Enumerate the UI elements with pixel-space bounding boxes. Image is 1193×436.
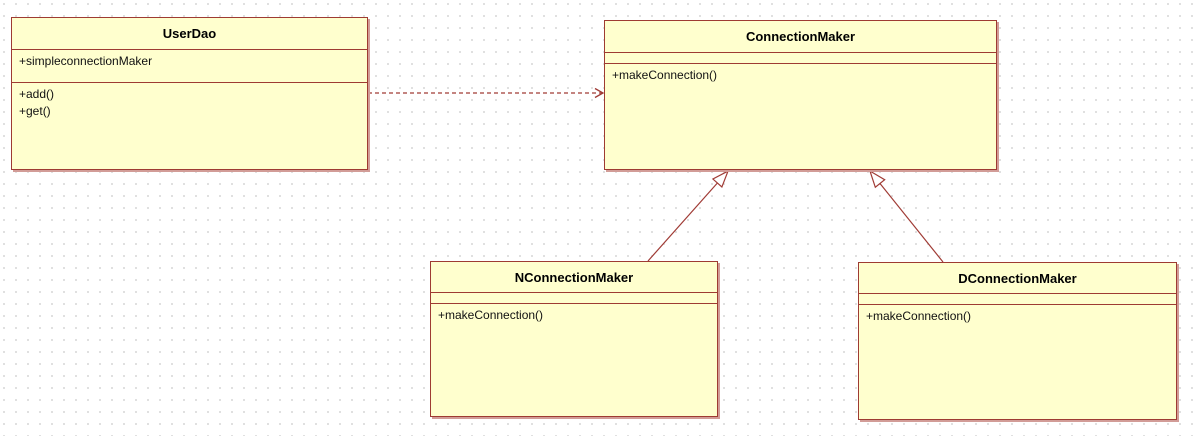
methods-compartment-userdao[interactable]: +add() +get() [12, 83, 367, 169]
method-item: +add() [19, 87, 55, 101]
attributes-compartment-dconnectionmaker[interactable] [859, 294, 1176, 305]
class-box-userdao[interactable]: UserDao +simpleconnectionMaker +add() +g… [11, 17, 368, 170]
attributes-compartment-nconnectionmaker[interactable] [431, 293, 717, 304]
attribute-item: +simpleconnectionMaker [19, 54, 153, 68]
class-title-nconnectionmaker: NConnectionMaker [431, 262, 717, 293]
class-box-connectionmaker[interactable]: ConnectionMaker +makeConnection() [604, 20, 997, 170]
class-title-dconnectionmaker: DConnectionMaker [859, 263, 1176, 294]
method-item: +get() [19, 104, 51, 118]
class-title-userdao: UserDao [12, 18, 367, 50]
methods-compartment-nconnectionmaker[interactable]: +makeConnection() [431, 304, 717, 416]
attributes-compartment-connectionmaker[interactable] [605, 53, 996, 64]
class-box-nconnectionmaker[interactable]: NConnectionMaker +makeConnection() [430, 261, 718, 417]
methods-compartment-connectionmaker[interactable]: +makeConnection() [605, 64, 996, 169]
attributes-compartment-userdao[interactable]: +simpleconnectionMaker [12, 50, 367, 83]
method-item: +makeConnection() [438, 308, 544, 322]
class-box-dconnectionmaker[interactable]: DConnectionMaker +makeConnection() [858, 262, 1177, 420]
class-title-connectionmaker: ConnectionMaker [605, 21, 996, 53]
method-item: +makeConnection() [612, 68, 718, 82]
method-item: +makeConnection() [866, 309, 972, 323]
generalization-arrow-nconnectionmaker-to-connectionmaker[interactable] [647, 183, 717, 262]
methods-compartment-dconnectionmaker[interactable]: +makeConnection() [859, 305, 1176, 419]
generalization-arrow-dconnectionmaker-to-connectionmaker[interactable] [880, 184, 944, 263]
